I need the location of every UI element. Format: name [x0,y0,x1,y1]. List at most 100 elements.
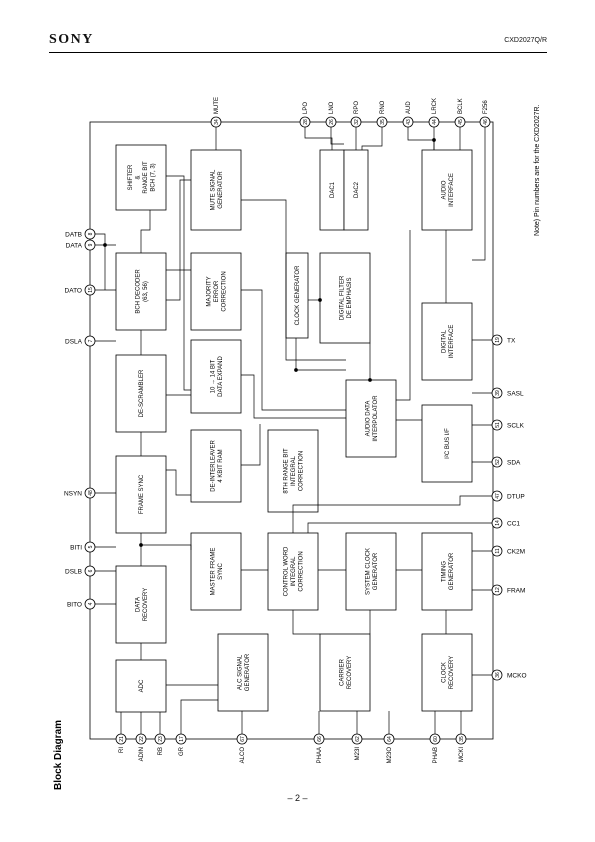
pin-dtup-number: 47 [495,493,501,499]
block-descrambler [115,354,167,433]
pin-lno-label: LNO [329,101,335,114]
pin-sasl-number: 39 [495,390,501,396]
pin-adin-number: 22 [139,736,145,742]
pin-sasl-label: SASL [507,390,524,397]
pins: 34MUTE28LPO26LNO32RPO35RNO43AUD44LRCK45B… [64,97,527,763]
pin-nsyn-circle [84,487,96,499]
block-carrier [319,633,371,712]
block-label-dac1: DAC1 [330,181,336,198]
wire-42 [307,522,492,533]
pin-rpo-number: 32 [354,119,360,125]
functional-blocks [115,144,473,713]
wire-4 [361,127,383,150]
pin-m23o-number: 64 [387,736,393,742]
brand-logo: SONY [49,32,94,47]
pin-cc1-circle [491,517,503,529]
pin-f256-circle [479,116,491,128]
block-audio-if [421,149,473,231]
pin-dslb-circle [84,565,96,577]
pin-sclk-circle [491,419,503,431]
pin-datb-number: 8 [88,232,94,235]
wire-2 [330,127,344,145]
pin-rb-number: 23 [158,736,164,742]
block-shifter [115,144,167,211]
pin-sda-label: SDA [507,459,521,466]
pin-dsla-number: 7 [88,339,94,342]
block-label-i2c: I²C BUS I/F [445,428,451,459]
pin-m23o-label: M23O [387,747,393,764]
pin-dtup-circle [491,490,503,502]
pin-alco-number: 67 [240,736,246,742]
block-label-descrambler: DE-SCRAMBLER [139,369,145,417]
pin-bito-number: 4 [88,602,94,605]
block-label-frame-sync: FRAME SYNC [139,474,145,514]
pin-phaa-label: PHAA [317,747,323,763]
pin-bclk-label: BCLK [458,98,464,114]
pin-phab-number: 60 [433,736,439,742]
block-adc [115,659,167,713]
pin-fram-label: FRAM [507,587,525,594]
pin-rno-circle [376,116,388,128]
wire-35 [396,230,411,401]
pin-dslb-number: 6 [88,569,94,572]
pin-dsla-label: DSLA [65,338,83,345]
wire-30 [241,424,261,466]
wire-24 [166,175,191,391]
junction-dot-2 [318,298,322,302]
signal-wires [95,127,492,734]
pin-data-label: DATA [66,242,83,249]
pin-dato-number: 15 [88,287,94,293]
pin-sda-circle [491,456,503,468]
diagram-title: Block Diagram [53,720,64,790]
pin-dato-label: DATO [65,287,82,294]
pin-adin-label: ADIN [139,747,145,761]
pin-biti-circle [84,541,96,553]
pin-tx-number: 19 [495,337,501,343]
pin-mcki-label: MCKI [459,747,465,762]
pin-aud-label: AUD [406,101,412,114]
block-dac2 [343,149,369,231]
pin-lrck-label: LRCK [432,98,438,114]
pin-ck2m-label: CK2M [507,548,525,555]
pin-tx-label: TX [507,337,516,344]
wire-62 [141,544,192,550]
pin-mcki-circle [455,733,467,745]
pin-cc1-number: 14 [495,520,501,526]
block-label-adc: ADC [139,679,145,692]
pin-phaa-number: 66 [317,736,323,742]
pin-aud-number: 43 [406,119,412,125]
wire-28 [241,289,346,411]
pin-rno-label: RNO [380,100,386,114]
page-number: – 2 – [287,793,308,803]
pin-nsyn-number: 48 [88,490,94,496]
wire-5 [407,127,435,150]
pin-lno-circle [325,116,337,128]
pin-rno-number: 35 [380,119,386,125]
block-dac1 [319,149,345,231]
pin-ck2m-number: 11 [495,548,501,553]
pin-mcki-number: 35 [459,736,465,742]
pin-bito-label: BITO [67,601,82,608]
pin-fram-circle [491,584,503,596]
pin-rpo-label: RPO [354,101,360,114]
pin-aud-circle [402,116,414,128]
pin-ri-number: 21 [119,736,125,742]
pin-gr-number: 17 [179,736,185,742]
block-label-clock-gen: CLOCK GENERATOR [295,265,301,325]
wire-26 [166,469,191,496]
wire-56 [292,610,320,635]
pin-gr-circle [175,733,187,745]
wire-23 [166,179,191,301]
pin-m23i-number: 62 [355,736,361,742]
pin-f256-label: F256 [483,100,489,114]
junction-dot-5 [368,378,372,382]
pin-alco-circle [236,733,248,745]
wire-8 [472,127,486,261]
pin-tx-circle [491,334,503,346]
